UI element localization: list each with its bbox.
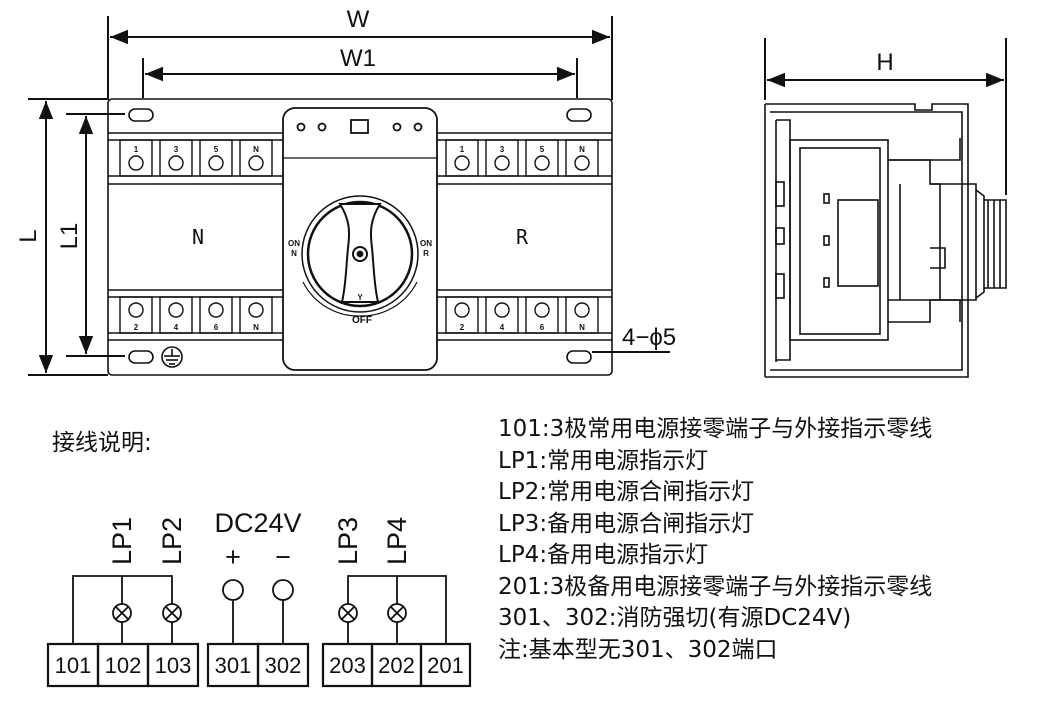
terminal-bottom-right-1: 4 [485, 296, 519, 334]
note-line: 101:3极常用电源接零端子与外接指示零线 [498, 416, 933, 442]
lp3-label: LP3 [333, 517, 363, 565]
terminal-number: N [253, 145, 259, 154]
terminal-top-right-3: N [565, 139, 599, 177]
on-n-line1: ON [288, 239, 300, 248]
lamp-lp1-icon [112, 603, 132, 623]
note-line: 201:3极备用电源接零端子与外接指示零线 [498, 573, 933, 600]
strip-301: 301 302 [206, 642, 310, 688]
terminal-number: N [253, 323, 259, 332]
switch-y-mark: Y [357, 293, 363, 302]
terminal-number: 1 [460, 145, 465, 154]
dim-l1-label: L1 [56, 223, 83, 250]
terminal-number: 3 [500, 145, 505, 154]
front-view-dimensions [28, 16, 670, 376]
wiring-lines [72, 575, 447, 644]
note-line: 301、302:消防强切(有源DC24V) [498, 605, 852, 631]
note-line: LP2:常用电源合闸指示灯 [498, 479, 755, 505]
terminal-number: 4 [174, 323, 179, 332]
terminal-top-right-1: 3 [485, 139, 519, 177]
terminal-label: 202 [378, 653, 415, 678]
terminal-top-left-3: N [239, 139, 273, 177]
terminal-top-left-2: 5 [199, 139, 233, 177]
lamp-symbols [112, 579, 407, 623]
terminal-strips: 101 102 103 301 302 203 202 201 [46, 642, 472, 688]
dc24v-label: DC24V [214, 508, 301, 538]
note-line: LP1:常用电源指示灯 [498, 447, 709, 474]
dim-l-label: L [15, 229, 42, 242]
terminal-bottom-right-0: 2 [445, 296, 479, 334]
terminal-number: 5 [214, 145, 219, 154]
terminal-bottom-left-3: N [239, 296, 273, 334]
terminal-label: 101 [55, 653, 92, 678]
terminal-label: 203 [329, 653, 366, 678]
dim-w1-label: W1 [340, 45, 376, 72]
note-line: 注:基本型无301、302端口 [498, 636, 778, 663]
dim-h-label: H [876, 49, 893, 76]
terminal-number: 6 [540, 323, 545, 332]
on-n-line2: N [291, 249, 297, 258]
terminal-top-left-0: 1 [119, 139, 153, 177]
terminal-bottom-right-3: N [565, 296, 599, 334]
terminal-bottom-left-1: 4 [159, 296, 193, 334]
terminal-label: 102 [105, 653, 142, 678]
terminal-number: 5 [540, 145, 545, 154]
terminal-number: 3 [174, 145, 179, 154]
dc-minus-terminal-icon [272, 579, 294, 601]
terminal-bottom-left-2: 6 [199, 296, 233, 334]
lamp-lp4-icon [387, 603, 407, 623]
right-side-label: R [516, 225, 529, 249]
terminal-number: 6 [214, 323, 219, 332]
terminal-top-right-2: 5 [525, 139, 559, 177]
left-side-label: N [192, 225, 204, 249]
terminal-bottom-left-0: 2 [119, 296, 153, 334]
terminal-number: 4 [500, 323, 505, 332]
notes-list: 101:3极常用电源接零端子与外接指示零线 LP1:常用电源指示灯 LP2:常用… [498, 414, 932, 666]
terminal-label: 103 [155, 653, 192, 678]
off-label: OFF [352, 315, 372, 326]
terminal-label: 201 [427, 653, 464, 678]
side-view-dimensions [764, 38, 1007, 195]
lamp-lp2-icon [162, 603, 182, 623]
dc-plus-terminal-icon [222, 579, 244, 601]
lp1-label: LP1 [107, 517, 137, 565]
terminal-bottom-right-2: 6 [525, 296, 559, 334]
dim-holes-label: 4−ϕ5 [622, 324, 676, 351]
lp2-label: LP2 [157, 517, 187, 565]
on-r-line1: ON [420, 239, 432, 248]
terminal-top-left-1: 3 [159, 139, 193, 177]
dc-minus-label: − [275, 542, 291, 572]
note-line: LP4:备用电源指示灯 [498, 542, 709, 568]
lp4-label: LP4 [382, 517, 412, 565]
terminal-number: 2 [134, 323, 139, 332]
dim-w-label: W [347, 6, 370, 33]
switch-module [282, 107, 438, 371]
lamp-lp3-icon [338, 603, 358, 623]
wiring-title: 接线说明: [52, 430, 152, 456]
note-line: LP3:备用电源合闸指示灯 [498, 510, 755, 537]
terminal-top-right-0: 1 [445, 139, 479, 177]
terminal-number: N [579, 145, 585, 154]
dc-plus-label: + [225, 542, 241, 572]
terminal-number: 2 [460, 323, 465, 332]
terminal-number: 1 [134, 145, 139, 154]
terminal-number: N [579, 323, 585, 332]
terminal-label: 301 [215, 653, 252, 678]
on-r-line2: R [423, 249, 429, 258]
terminal-label: 302 [265, 653, 302, 678]
strip-203: 203 202 201 [321, 642, 472, 688]
side-view-body [764, 103, 1007, 378]
strip-101: 101 102 103 [46, 642, 200, 688]
